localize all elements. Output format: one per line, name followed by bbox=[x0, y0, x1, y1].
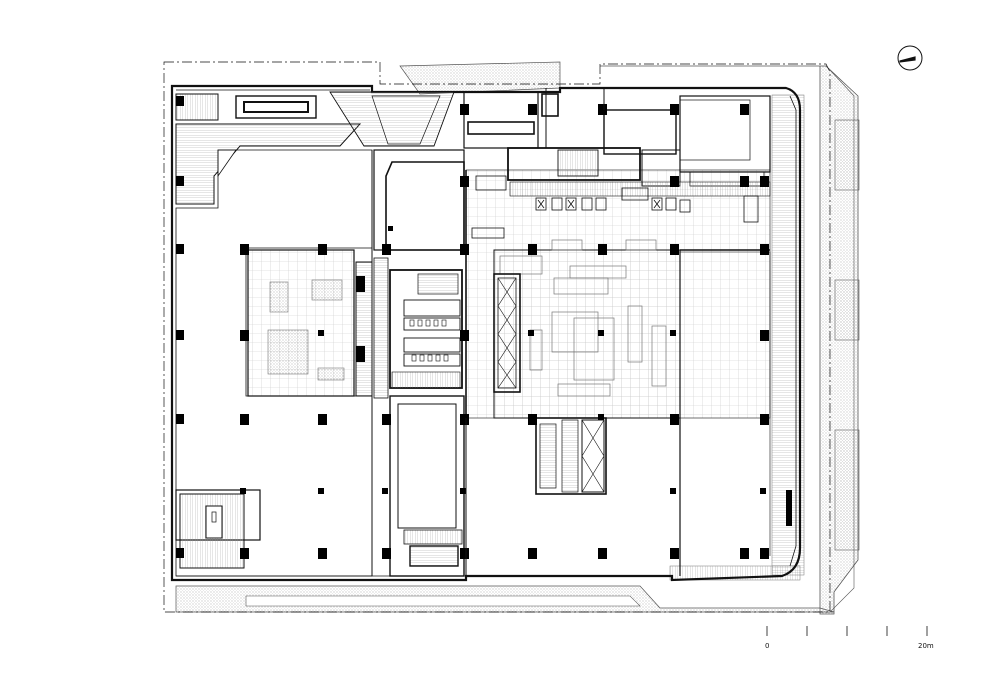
scale-label-start: 0 bbox=[765, 642, 769, 650]
scale-bar: 0 20m bbox=[765, 626, 934, 650]
north-service-core bbox=[463, 91, 771, 197]
ramp-top bbox=[329, 91, 455, 147]
central-atrium bbox=[465, 169, 771, 576]
stair-southwest bbox=[175, 489, 261, 569]
structural-columns bbox=[176, 96, 792, 559]
tenant-space-east bbox=[680, 251, 771, 556]
stair-top-left bbox=[175, 93, 362, 205]
escalator-west bbox=[493, 273, 521, 393]
escalator-south bbox=[535, 417, 607, 495]
north-arrow-icon bbox=[897, 45, 923, 71]
interior-walls bbox=[371, 88, 605, 576]
sidewalk bbox=[175, 61, 860, 615]
property-line bbox=[163, 61, 831, 613]
scale-label-end: 20m bbox=[918, 642, 934, 650]
kiosks bbox=[471, 175, 759, 239]
south-corridor bbox=[389, 395, 465, 577]
building-envelope bbox=[170, 84, 802, 582]
service-corridor-west bbox=[355, 149, 465, 399]
restroom-core bbox=[389, 269, 463, 389]
inner-courtyard-west bbox=[247, 249, 355, 397]
